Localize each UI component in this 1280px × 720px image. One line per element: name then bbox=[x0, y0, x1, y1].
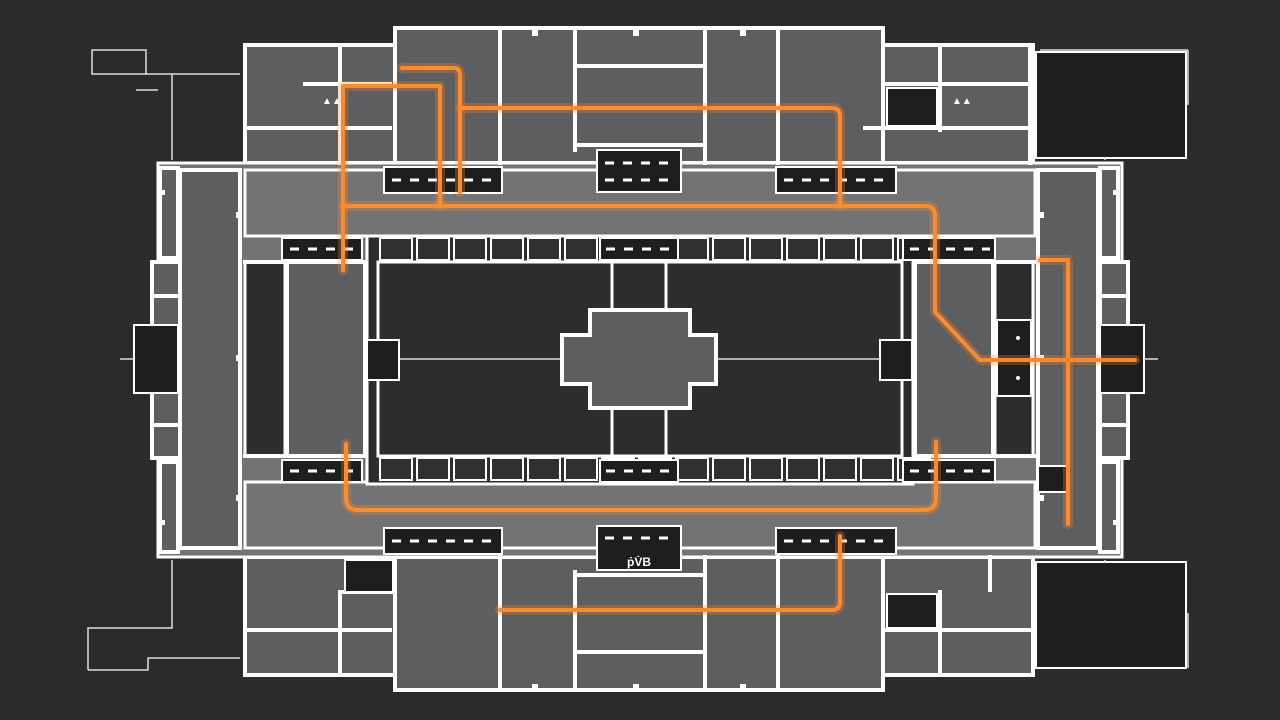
arrow-icon: ▲▲ bbox=[952, 96, 972, 107]
central-hall bbox=[365, 234, 915, 486]
seat-cell bbox=[712, 237, 746, 261]
seat-cell bbox=[379, 457, 413, 481]
evacuation-route bbox=[338, 63, 1140, 615]
route-path-2 bbox=[400, 66, 462, 194]
door-markers bbox=[160, 30, 1118, 690]
seat-cell bbox=[453, 457, 487, 481]
seat-cell bbox=[786, 237, 820, 261]
arrow-icon: ▲▲ bbox=[322, 96, 342, 107]
route-path-7 bbox=[498, 534, 842, 612]
seat-cell bbox=[749, 457, 783, 481]
route-path-1 bbox=[341, 84, 442, 272]
seat-cell bbox=[712, 457, 746, 481]
marker-icons: ▲▲ ▲▲ bbox=[322, 96, 1020, 380]
stairs-icon bbox=[596, 525, 682, 571]
seat-cell bbox=[675, 457, 709, 481]
right-top-dark-block bbox=[1035, 51, 1187, 159]
central-atrium bbox=[560, 308, 718, 410]
seat-cell bbox=[564, 457, 598, 481]
route-path-4 bbox=[341, 204, 1137, 362]
seat-cell bbox=[860, 457, 894, 481]
route-path-3 bbox=[458, 106, 842, 208]
seat-cell bbox=[490, 457, 524, 481]
seat-cell bbox=[675, 237, 709, 261]
seat-cell bbox=[527, 457, 561, 481]
seat-cell bbox=[564, 237, 598, 261]
stairs-icon bbox=[596, 149, 682, 193]
seat-cell bbox=[823, 237, 857, 261]
stairs-icon bbox=[599, 237, 679, 261]
seat-cell bbox=[749, 237, 783, 261]
exterior-marker-box bbox=[91, 49, 147, 75]
stairs-icon bbox=[599, 459, 679, 483]
seat-cell bbox=[860, 237, 894, 261]
upper-right-shaft bbox=[886, 87, 938, 127]
seat-cell bbox=[416, 237, 450, 261]
seat-cell bbox=[490, 237, 524, 261]
route-path-6 bbox=[344, 440, 938, 512]
seat-cell bbox=[453, 237, 487, 261]
lower-right-shaft bbox=[886, 593, 938, 629]
right-bottom-dark-block bbox=[1035, 561, 1187, 669]
seat-cell bbox=[416, 457, 450, 481]
seat-cell bbox=[379, 237, 413, 261]
upper-rooms bbox=[246, 26, 1032, 165]
stair-label: ṗV̇B bbox=[627, 554, 651, 569]
seat-cell bbox=[823, 457, 857, 481]
left-dark-hall bbox=[243, 260, 287, 458]
seat-cell bbox=[527, 237, 561, 261]
seat-cell bbox=[786, 457, 820, 481]
lower-left-shaft bbox=[344, 559, 394, 593]
lower-rooms bbox=[246, 555, 1032, 692]
route-path-5 bbox=[1038, 258, 1070, 526]
stairs-icon bbox=[281, 459, 363, 483]
